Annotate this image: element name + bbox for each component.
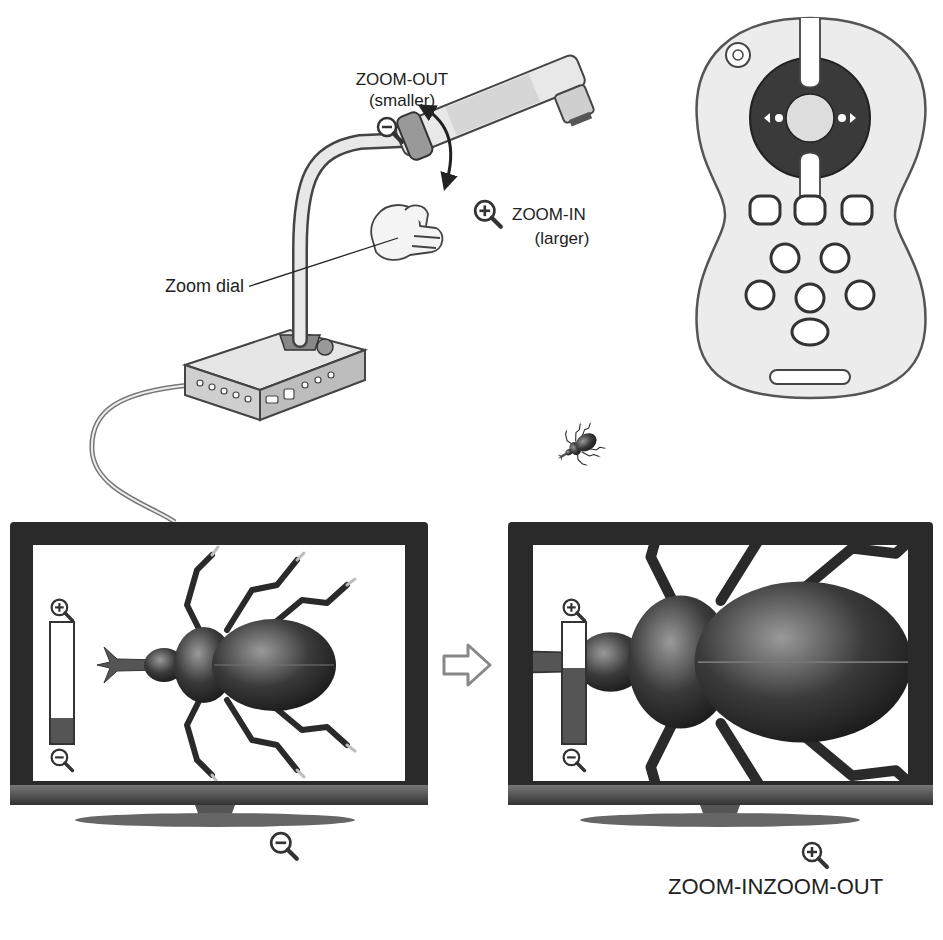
- label-text: Zoom dial: [165, 276, 244, 297]
- label-text: ZOOM-OUT: [356, 70, 449, 90]
- label-text: ZOOM-IN: [512, 205, 586, 225]
- label-text: (larger): [535, 229, 590, 249]
- label-text: ZOOM-INZOOM-OUT: [668, 874, 883, 899]
- label-text: (smaller): [369, 91, 435, 111]
